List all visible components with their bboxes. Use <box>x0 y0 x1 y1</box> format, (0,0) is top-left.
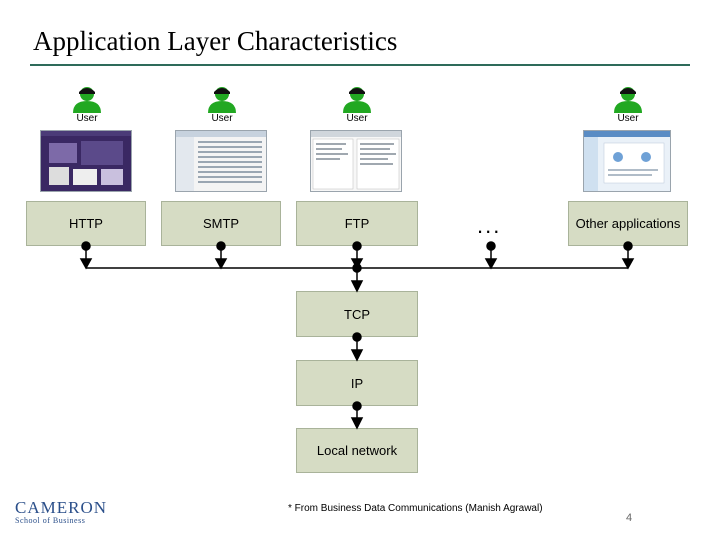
user-icon <box>343 87 371 113</box>
user-icon <box>208 87 236 113</box>
user-icon-ftp: User <box>335 85 379 124</box>
arrow-head <box>214 258 228 270</box>
arrow-head <box>350 417 364 430</box>
user-icon-other: User <box>606 85 650 124</box>
arrow-head <box>484 258 498 270</box>
slide-title: Application Layer Characteristics <box>33 26 398 56</box>
user-label: User <box>346 113 368 124</box>
local-network-box: Local network <box>296 428 418 473</box>
tcp-label: TCP <box>344 306 370 322</box>
page-number: 4 <box>626 512 633 524</box>
email-client-screenshot <box>175 130 267 192</box>
user-icon-http: User <box>65 85 109 124</box>
ip-label: IP <box>350 375 364 391</box>
user-icon-smtp: User <box>200 85 244 124</box>
user-icon <box>614 87 642 113</box>
smtp-label: SMTP <box>202 216 240 231</box>
local-network-label: Local network <box>316 443 398 458</box>
user-label: User <box>211 113 233 124</box>
ellipsis: ... <box>477 213 502 238</box>
other-applications-box: Other applications <box>568 201 688 246</box>
arrow-head <box>621 258 635 270</box>
web-browser-screenshot <box>40 130 132 192</box>
user-label: User <box>76 113 98 124</box>
arrow-head <box>79 258 93 270</box>
logo-sub-text: School of Business <box>15 516 86 525</box>
user-icon <box>73 87 101 113</box>
ftp-box: FTP <box>296 201 418 246</box>
cameron-logo: CAMERON School of Business <box>15 499 107 525</box>
arrow-head <box>350 349 364 362</box>
source-footnote: * From Business Data Communications (Man… <box>288 503 543 514</box>
http-label: HTTP <box>69 216 103 231</box>
logo-main-text: CAMERON <box>15 498 108 517</box>
arrow-head <box>350 280 364 293</box>
title-rule <box>30 64 690 66</box>
ftp-label: FTP <box>344 216 370 231</box>
other-applications-label: Other applications <box>575 216 681 231</box>
other-app-screenshot <box>583 130 671 192</box>
user-label: User <box>617 113 639 124</box>
ftp-client-screenshot <box>310 130 402 192</box>
